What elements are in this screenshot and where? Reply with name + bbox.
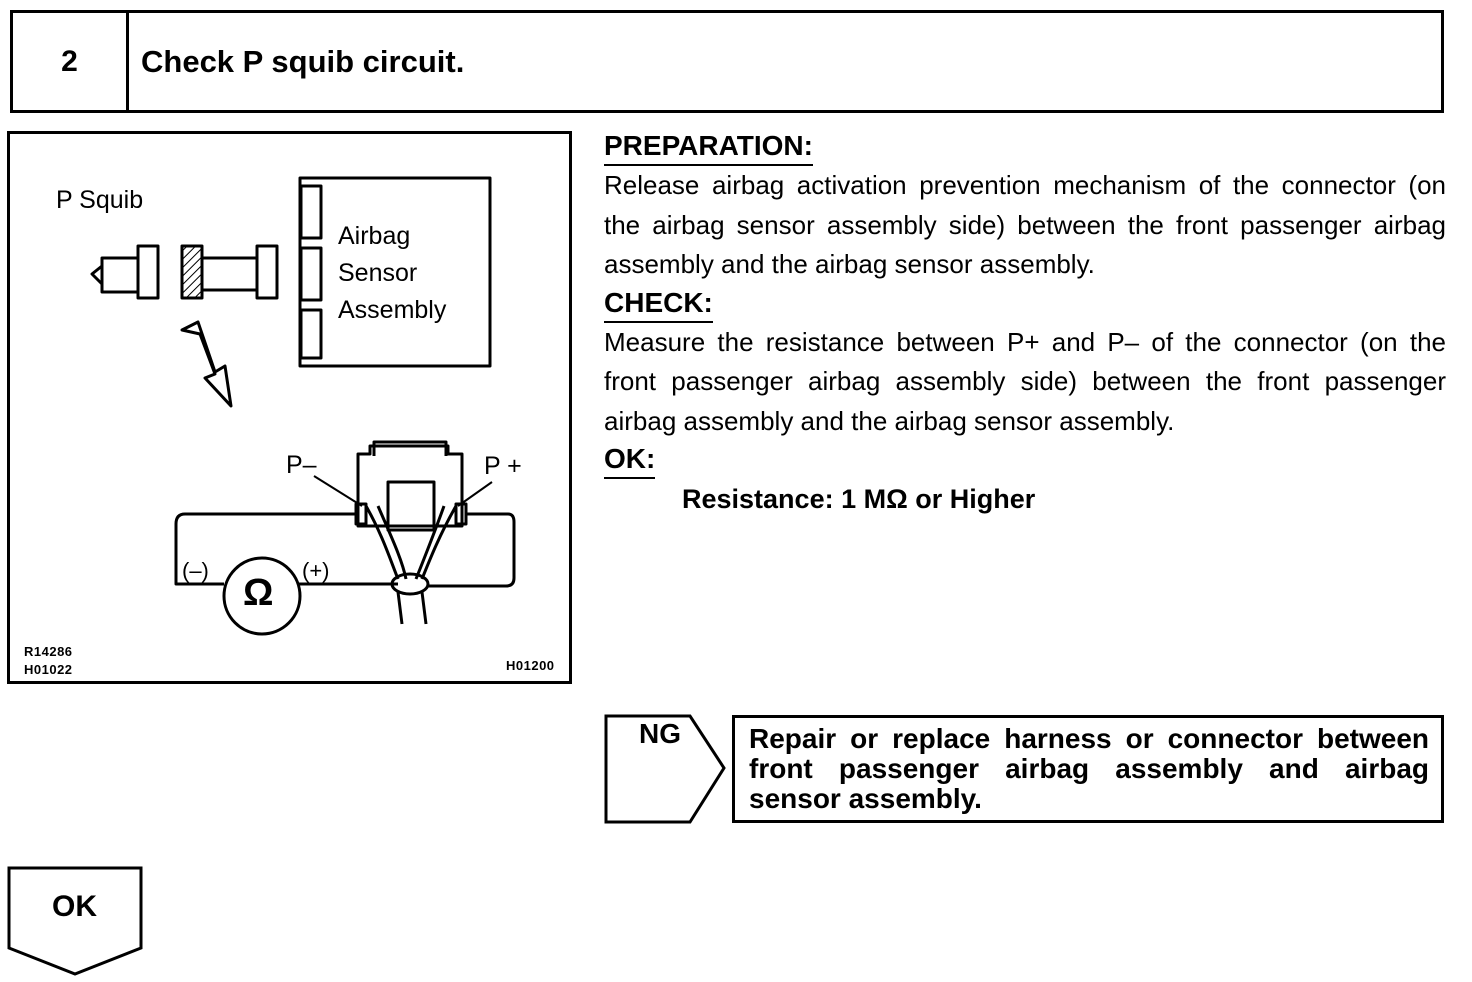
sensor-connector-3 bbox=[299, 308, 323, 360]
circuit-diagram bbox=[90, 176, 516, 636]
check-heading: CHECK: bbox=[604, 285, 713, 323]
step-header: 2 Check P squib circuit. bbox=[10, 10, 1444, 113]
ng-label: NG bbox=[639, 718, 681, 749]
meter-loop-return bbox=[428, 512, 516, 588]
probe-lead-right bbox=[420, 505, 458, 580]
p-minus-pointer bbox=[313, 475, 363, 507]
connector-end bbox=[255, 244, 279, 300]
ohmmeter bbox=[222, 556, 302, 636]
p-plus-pointer bbox=[457, 481, 493, 507]
figure-code-1: R14286 bbox=[24, 644, 73, 659]
bottom-connector-center bbox=[386, 480, 436, 532]
p-plus-label: P + bbox=[484, 452, 522, 480]
meter-minus-label: (–) bbox=[182, 558, 209, 583]
ok-arrow-shape bbox=[7, 866, 143, 976]
probe-lead-left bbox=[364, 505, 400, 580]
bottom-connector-housing bbox=[356, 444, 464, 528]
check-text: Measure the resistance between P+ and P–… bbox=[604, 326, 1446, 436]
squib-plug-body bbox=[100, 256, 140, 294]
meter-plus-label: (+) bbox=[302, 558, 330, 583]
p-minus-label: P– bbox=[286, 451, 317, 479]
sensor-label-line1: Airbag bbox=[338, 222, 411, 250]
probe-lead-right-2 bbox=[414, 505, 446, 580]
ohm-symbol: Ω bbox=[243, 572, 274, 614]
sensor-connector-2 bbox=[299, 246, 323, 302]
squib-plug-head bbox=[136, 244, 160, 300]
ok-spec-heading: OK: bbox=[604, 441, 656, 479]
connector-shaft bbox=[200, 256, 259, 292]
circuit-illustration: P Squib Airbag Sensor Assembly P– P + (–… bbox=[7, 131, 572, 684]
ng-action-box: Repair or replace harness or connector b… bbox=[732, 715, 1444, 823]
sensor-label-line2: Sensor bbox=[338, 259, 418, 287]
preparation-heading: PREPARATION: bbox=[604, 128, 813, 166]
step-number: 2 bbox=[13, 13, 129, 110]
direction-arrow bbox=[180, 320, 233, 408]
bottom-connector-top bbox=[372, 440, 448, 456]
terminal-left bbox=[354, 502, 368, 526]
p-squib-label: P Squib bbox=[56, 186, 144, 214]
ok-next-label: OK bbox=[52, 890, 97, 923]
lead-cable bbox=[396, 591, 404, 625]
ng-arrow-shape bbox=[604, 714, 726, 824]
figure-code-2: H01022 bbox=[24, 662, 73, 677]
ok-spec-value: Resistance: 1 MΩ or Higher bbox=[682, 484, 1036, 514]
instruction-text: PREPARATION: Release airbag activation p… bbox=[604, 128, 1446, 519]
lead-cable-2 bbox=[420, 591, 428, 625]
step-title: Check P squib circuit. bbox=[141, 43, 465, 79]
meter-loop bbox=[174, 512, 356, 586]
sensor-connector-1 bbox=[299, 184, 323, 240]
preparation-text: Release airbag activation prevention mec… bbox=[604, 170, 1446, 279]
hatched-connector bbox=[180, 244, 204, 300]
figure-code-3: H01200 bbox=[506, 658, 555, 673]
sensor-label-line3: Assembly bbox=[338, 296, 447, 324]
